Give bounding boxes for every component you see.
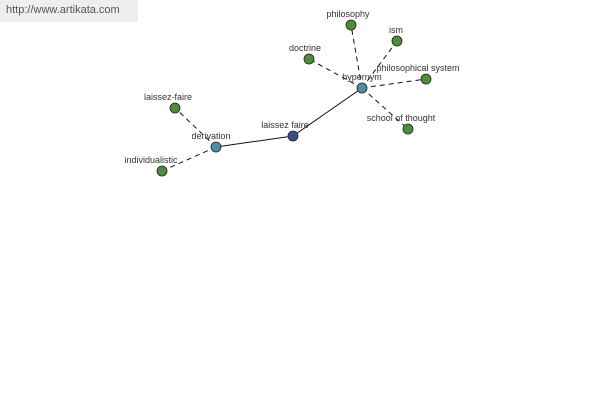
node-philosophy[interactable] bbox=[345, 19, 357, 31]
edge-hypernym-philosophy bbox=[350, 24, 363, 89]
label-doctrine[interactable]: doctrine bbox=[289, 43, 321, 53]
label-derivation[interactable]: derivation bbox=[191, 131, 230, 141]
label-center[interactable]: laissez faire bbox=[261, 120, 309, 130]
labels: laissez faire hypernym derivation philos… bbox=[124, 9, 459, 165]
label-individualistic[interactable]: individualistic bbox=[124, 155, 178, 165]
node-laissez-faire-hyphen[interactable] bbox=[169, 102, 181, 114]
nodes bbox=[156, 19, 432, 177]
node-center[interactable] bbox=[287, 130, 299, 142]
node-derivation[interactable] bbox=[210, 141, 222, 153]
node-school-of-thought[interactable] bbox=[402, 123, 414, 135]
edge-derivation-individualistic bbox=[161, 146, 217, 172]
edge-hypernym-doctrine bbox=[308, 58, 363, 89]
label-philosophy[interactable]: philosophy bbox=[326, 9, 370, 19]
edge-center-hypernym bbox=[292, 87, 363, 137]
label-laissez-faire-hyphen[interactable]: laissez-faire bbox=[144, 92, 192, 102]
edge-hypernym-school-of-thought bbox=[361, 87, 409, 130]
edges bbox=[161, 24, 427, 172]
node-individualistic[interactable] bbox=[156, 165, 168, 177]
label-school-of-thought[interactable]: school of thought bbox=[367, 113, 436, 123]
edge-hypernym-philosophical-system bbox=[361, 78, 427, 89]
edge-center-derivation bbox=[215, 135, 294, 148]
node-hypernym[interactable] bbox=[356, 82, 368, 94]
edge-derivation-laissez-faire bbox=[174, 107, 217, 148]
url-text[interactable]: http://www.artikata.com bbox=[6, 4, 120, 16]
label-ism[interactable]: ism bbox=[389, 25, 403, 35]
url-banner[interactable]: http://www.artikata.com bbox=[0, 0, 138, 22]
label-hypernym[interactable]: hypernym bbox=[342, 72, 382, 82]
edge-hypernym-ism bbox=[361, 40, 398, 89]
node-philosophical-system[interactable] bbox=[420, 73, 432, 85]
label-philosophical-system[interactable]: philosophical system bbox=[376, 63, 459, 73]
node-ism[interactable] bbox=[391, 35, 403, 47]
node-doctrine[interactable] bbox=[303, 53, 315, 65]
